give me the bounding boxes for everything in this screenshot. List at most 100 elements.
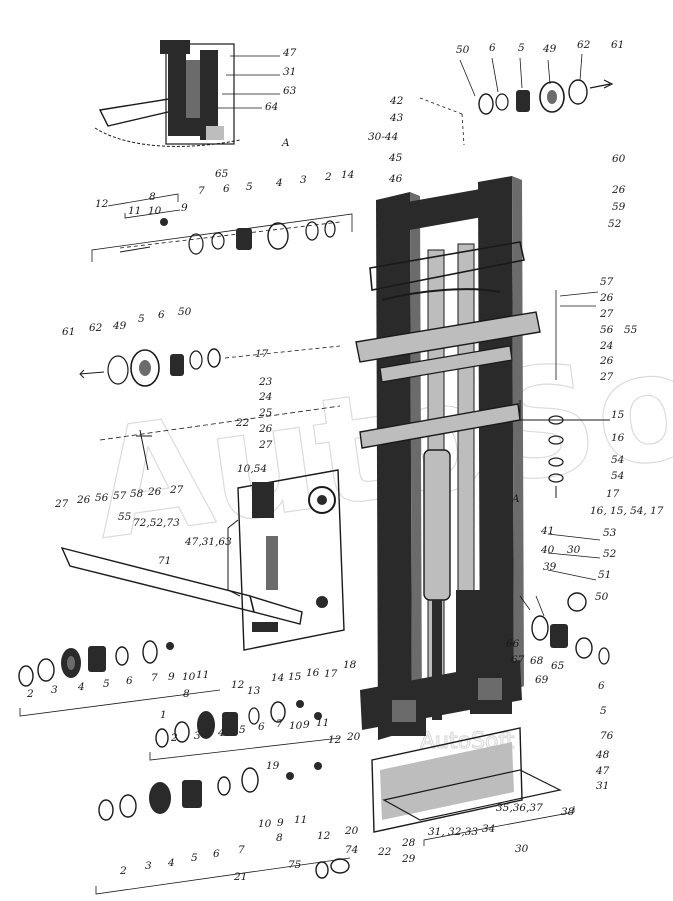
callout-c122: 5 [239,724,246,736]
callout-c54: 10,54 [237,463,267,475]
callout-c105: 6 [126,675,133,687]
callout-c111: 12 [231,679,245,691]
chain-anchor-bolt-right [519,290,610,498]
callout-c01: 47 [282,47,297,59]
callout-c32: 52 [608,218,622,230]
callout-c106: 7 [151,672,158,684]
callout-c121: 4 [217,727,225,739]
callout-c139: 6 [213,848,220,860]
callout-c91: 38 [561,806,575,818]
callout-c22: 62 [577,39,591,51]
callout-c66: 15 [611,409,625,421]
callout-c125: 10 [289,720,303,732]
callout-c96: 28 [401,837,416,849]
callout-c140: 7 [238,844,245,856]
callout-c23: 61 [611,39,624,51]
callout-c57: 56 [95,492,109,504]
callout-c72: 41 [540,525,554,537]
callout-c70: 17 [606,488,620,500]
carriage-and-fork [60,469,345,651]
callout-c69: 54 [611,470,624,482]
callout-c49: 24 [258,391,272,403]
callout-c97: 29 [401,853,416,865]
callout-c98: 20 [346,731,361,743]
callout-c137: 4 [167,857,175,869]
callout-c10: 7 [198,185,205,197]
callout-c44: 5 [138,313,145,325]
callout-c130: 10 [258,818,272,830]
callout-c18: 50 [456,44,470,56]
callout-c19: 6 [489,42,496,54]
callout-c141: 21 [233,871,247,883]
callout-c04: 64 [265,101,278,113]
callout-c67: 16 [611,432,625,444]
callout-c135: 2 [119,865,127,877]
callout-c21: 49 [542,43,557,55]
callout-c110: 8 [183,688,190,700]
callout-c47: 17 [255,348,269,360]
callout-c68: 54 [611,454,624,466]
callout-c28: 46 [388,173,403,185]
callout-c61: 27 [169,484,184,496]
callout-c37: 55 [624,324,638,336]
callout-c36: 56 [600,324,614,336]
mast-assembly [355,176,562,833]
callout-c65: 71 [158,555,171,567]
callout-c81: 67 [511,654,525,666]
callout-c79: 50 [595,591,609,603]
pulley-group-right [519,533,610,665]
callout-c55: 27 [54,498,69,510]
callout-c100: 22 [377,846,392,858]
callout-c03: 63 [283,85,297,97]
callout-c123: 6 [258,721,265,733]
roller-row-3 [95,762,351,895]
callout-c119: 2 [170,732,178,744]
callout-c95: 30 [515,843,529,855]
callout-c31: 59 [612,201,626,213]
callout-c112: 13 [247,685,261,697]
callout-c107: 9 [168,671,175,683]
callout-c82: 68 [530,655,544,667]
callout-c101: 2 [26,688,34,700]
callout-c128: 12 [328,734,342,746]
callout-c74: 30 [567,544,581,556]
sheave-assembly-top [419,53,614,146]
callout-c43: 49 [112,320,127,332]
callout-c58: 57 [113,490,127,502]
callout-c108: 10 [182,671,196,683]
view-marker-a: A [281,137,290,149]
callout-c87: 76 [600,730,614,742]
callout-c129: 19 [266,760,280,772]
view-marker-a-mast: A [511,493,520,505]
callout-c15: 2 [324,171,332,183]
callout-c06: 8 [149,191,156,203]
callout-c115: 16 [306,667,320,679]
callout-c26: 30-44 [368,131,398,143]
callout-c42: 62 [89,322,103,334]
callout-c24: 42 [389,95,404,107]
callout-c85: 6 [598,680,605,692]
callout-c53: 27 [258,439,273,451]
callout-c86: 5 [600,705,607,717]
callout-c134: 12 [317,830,331,842]
callout-c46: 50 [178,306,192,318]
callout-c89: 47 [595,765,610,777]
callout-c113: 14 [271,672,284,684]
callout-c40: 27 [599,371,614,383]
callout-c138: 5 [191,852,198,864]
callout-c120: 3 [194,730,201,742]
callout-c62: 55 [118,511,132,523]
callout-c88: 48 [595,749,610,761]
callout-c114: 15 [288,671,302,683]
callout-c20: 5 [518,42,525,54]
callout-c75: 39 [543,561,557,573]
callout-c93: 34 [482,823,495,835]
callout-c64: 47,31,63 [184,536,232,548]
callout-c52: 26 [258,423,273,435]
callout-c33: 57 [600,276,614,288]
callout-c51: 22 [235,417,250,429]
callout-c13: 4 [275,177,283,189]
callout-c90: 31 [596,780,609,792]
